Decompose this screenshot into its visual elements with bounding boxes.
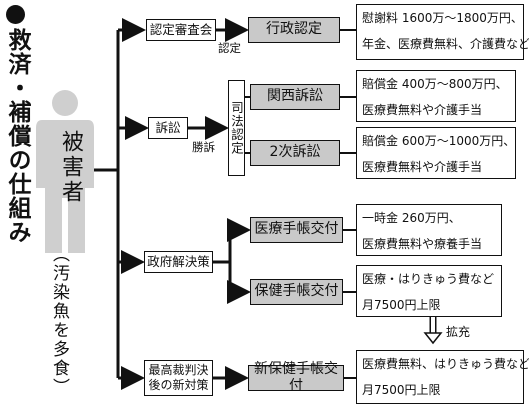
supreme-court-measures-box: 最高裁判決後の新対策: [144, 360, 213, 396]
page-title: 救済・補償の仕組み: [4, 28, 30, 244]
admin-result-box: 慰謝料 1600万〜1800万円、 年金、医療費無料、介護費など: [356, 4, 529, 60]
second-suit-box: 2次訴訟: [250, 140, 340, 166]
health-result-line-2: 月7500円上限: [362, 298, 441, 312]
victim-figure-icon: [36, 90, 94, 253]
new-health-result-line-2: 月7500円上限: [362, 383, 441, 397]
government-settlement-box: 政府解決策: [144, 251, 213, 273]
medical-result-line-1: 一時金 260万円、: [362, 211, 461, 225]
second-result-box: 賠償金 600万〜1000万円、 医療費無料や介護手当: [356, 127, 516, 179]
admin-cert-box: 行政認定: [248, 17, 340, 43]
second-result-line-2: 医療費無料や介護手当: [362, 160, 483, 174]
kansai-result-line-2: 医療費無料や介護手当: [362, 103, 483, 117]
certification-board-box: 認定審査会: [146, 19, 216, 41]
judicial-certification-box: 司法認定: [228, 80, 245, 176]
title-bullet: [6, 5, 25, 24]
medical-notebook-box: 医療手帳交付: [250, 217, 343, 243]
medical-result-box: 一時金 260万円、 医療費無料や療養手当: [356, 204, 502, 256]
expansion-label: 拡充: [446, 325, 471, 339]
new-health-result-box: 医療費無料、はりきゅう費など 月7500円上限: [356, 350, 529, 404]
admin-result-line-2: 年金、医療費無料、介護費など: [362, 37, 529, 51]
new-health-notebook-box: 新保健手帳交付: [248, 361, 344, 394]
lawsuit-box: 訴訟: [148, 117, 188, 139]
certification-edge-label: 認定: [218, 41, 241, 55]
kansai-result-line-1: 賠償金 400万〜800万円、: [362, 77, 508, 91]
second-result-line-1: 賠償金 600万〜1000万円、: [362, 134, 516, 148]
new-health-result-line-1: 医療費無料、はりきゅう費など: [362, 357, 529, 371]
health-result-line-1: 医療・はりきゅう費など: [362, 272, 495, 286]
win-edge-label: 勝訴: [192, 140, 215, 154]
health-result-box: 医療・はりきゅう費など 月7500円上限: [356, 265, 502, 317]
victim-sub-label: （汚染魚を多食）: [49, 245, 69, 397]
health-notebook-box: 保健手帳交付: [250, 279, 343, 305]
medical-result-line-2: 医療費無料や療養手当: [362, 237, 483, 251]
kansai-result-box: 賠償金 400万〜800万円、 医療費無料や介護手当: [356, 70, 516, 122]
admin-result-line-1: 慰謝料 1600万〜1800万円、: [362, 11, 523, 25]
victim-label: 被害者: [58, 130, 83, 205]
kansai-suit-box: 関西訴訟: [250, 84, 340, 110]
